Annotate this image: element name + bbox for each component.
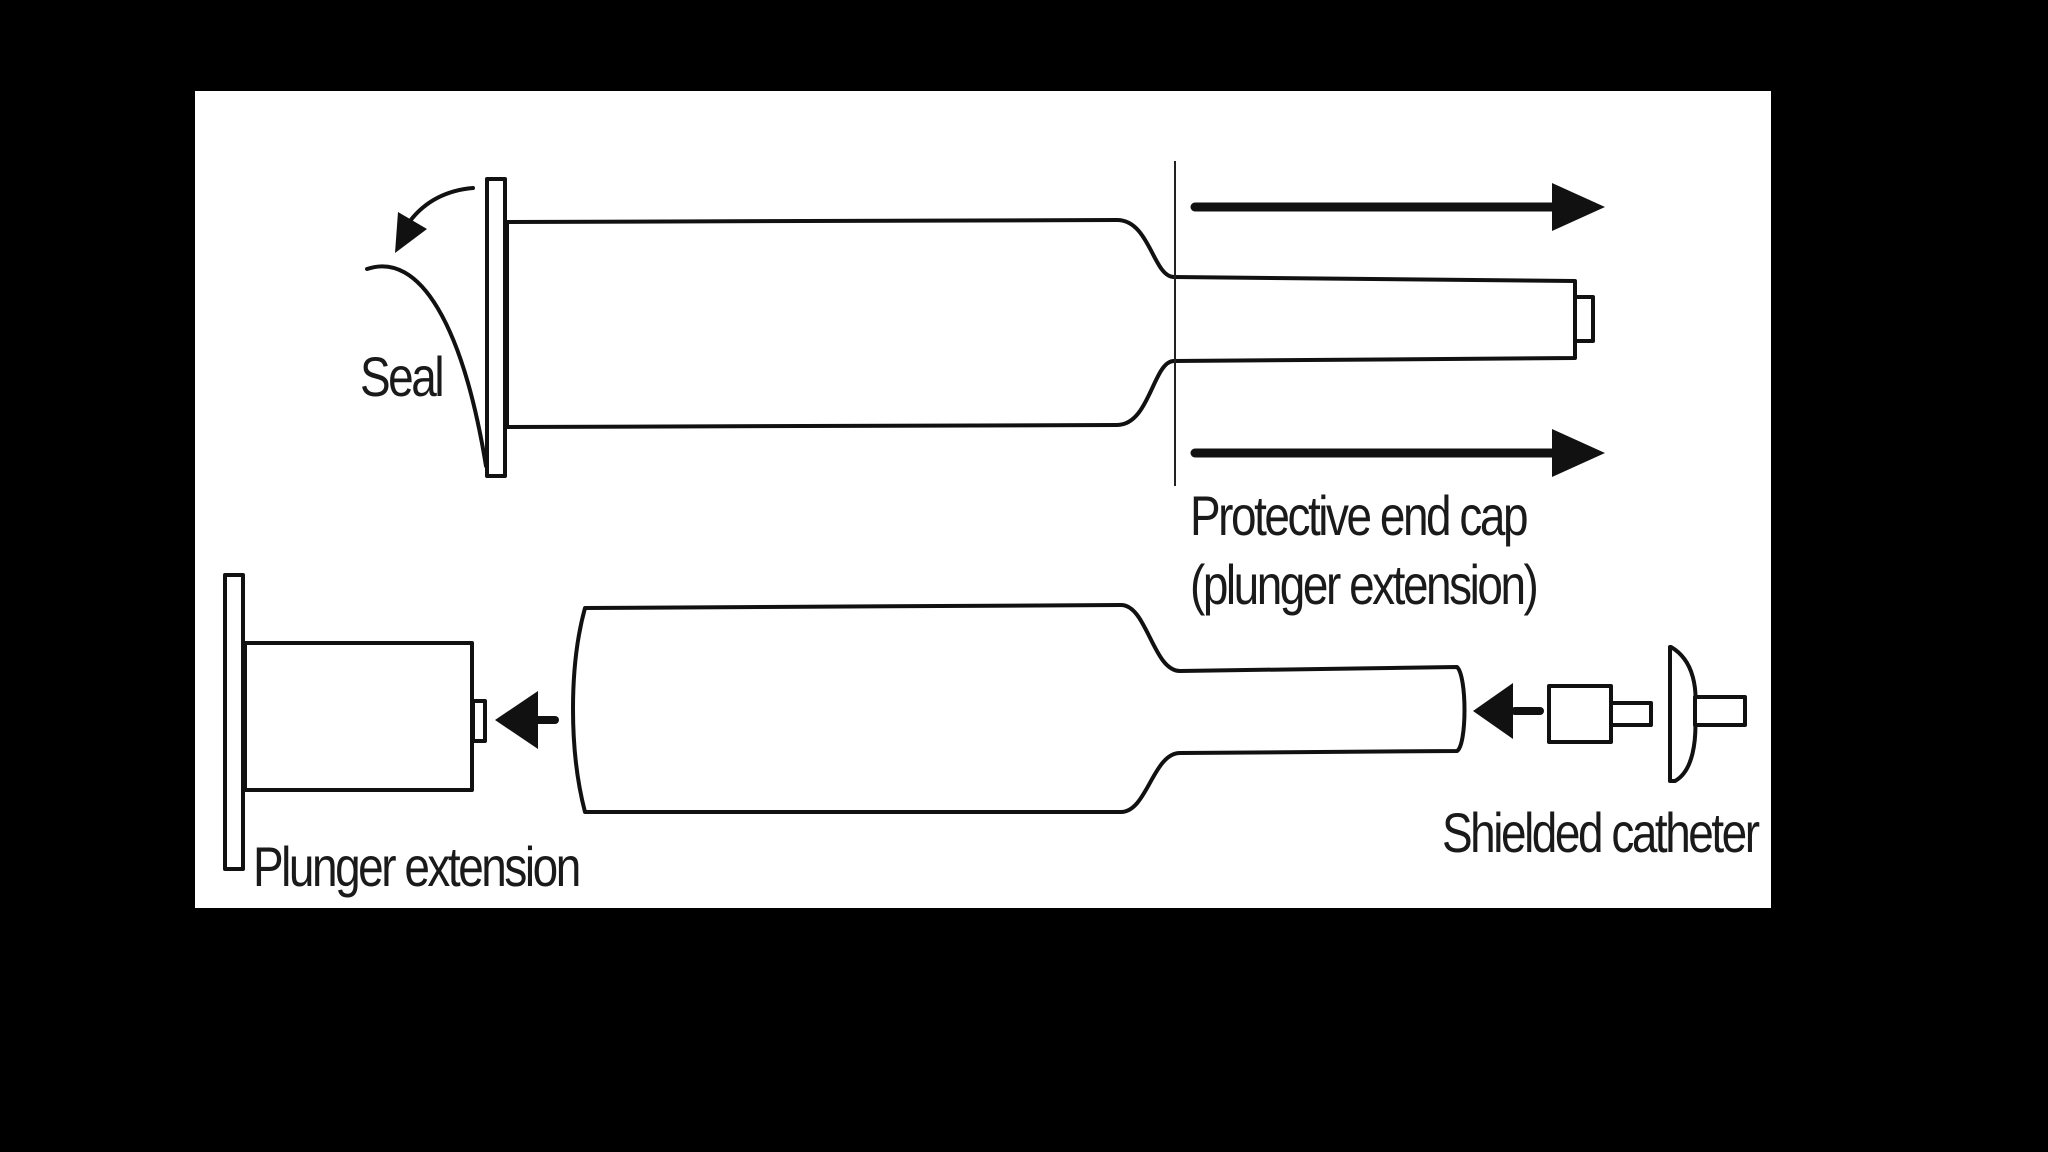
pull-arrow-upper-head (1552, 183, 1605, 231)
catheter-arrow-head (1473, 683, 1513, 739)
seal-arrowhead (395, 212, 427, 253)
protective-end-cap-label: Protective end cap (1190, 484, 1529, 547)
top-barrel (505, 218, 1577, 429)
plunger-arrow-head (495, 691, 538, 749)
plunger-extension-label: Plunger extension (253, 835, 581, 898)
shielded-catheter-part (1547, 645, 1747, 783)
catheter-needle (1693, 695, 1747, 727)
top-flange (485, 177, 507, 478)
plunger-body (243, 641, 474, 792)
pull-arrows (1190, 183, 1605, 477)
seal-film (365, 264, 488, 468)
diagram-panel: Seal Protective end cap (plunger extensi… (195, 91, 1771, 908)
seal-label: Seal (360, 345, 445, 408)
protective-end-cap-sublabel: (plunger extension) (1190, 553, 1539, 616)
pull-arrow-lower-head (1552, 429, 1605, 477)
bottom-barrel (571, 603, 1467, 814)
catheter-hub (1547, 684, 1613, 744)
catheter-stem (1609, 701, 1653, 727)
plunger-flange (223, 573, 245, 871)
catheter-insert-arrow (1473, 683, 1544, 739)
seal-curved-arrow (408, 186, 475, 223)
plunger-tip (471, 699, 487, 743)
assembled-syringe (485, 161, 1595, 486)
shielded-catheter-label: Shielded catheter (1442, 801, 1760, 864)
plunger-extension-part (223, 573, 487, 871)
top-nozzle-tip (1573, 295, 1595, 343)
plunger-insert-arrow (495, 691, 559, 749)
syringe-assembly-diagram (223, 161, 1747, 871)
seal-peel (365, 186, 488, 468)
catheter-shield (1668, 645, 1698, 783)
